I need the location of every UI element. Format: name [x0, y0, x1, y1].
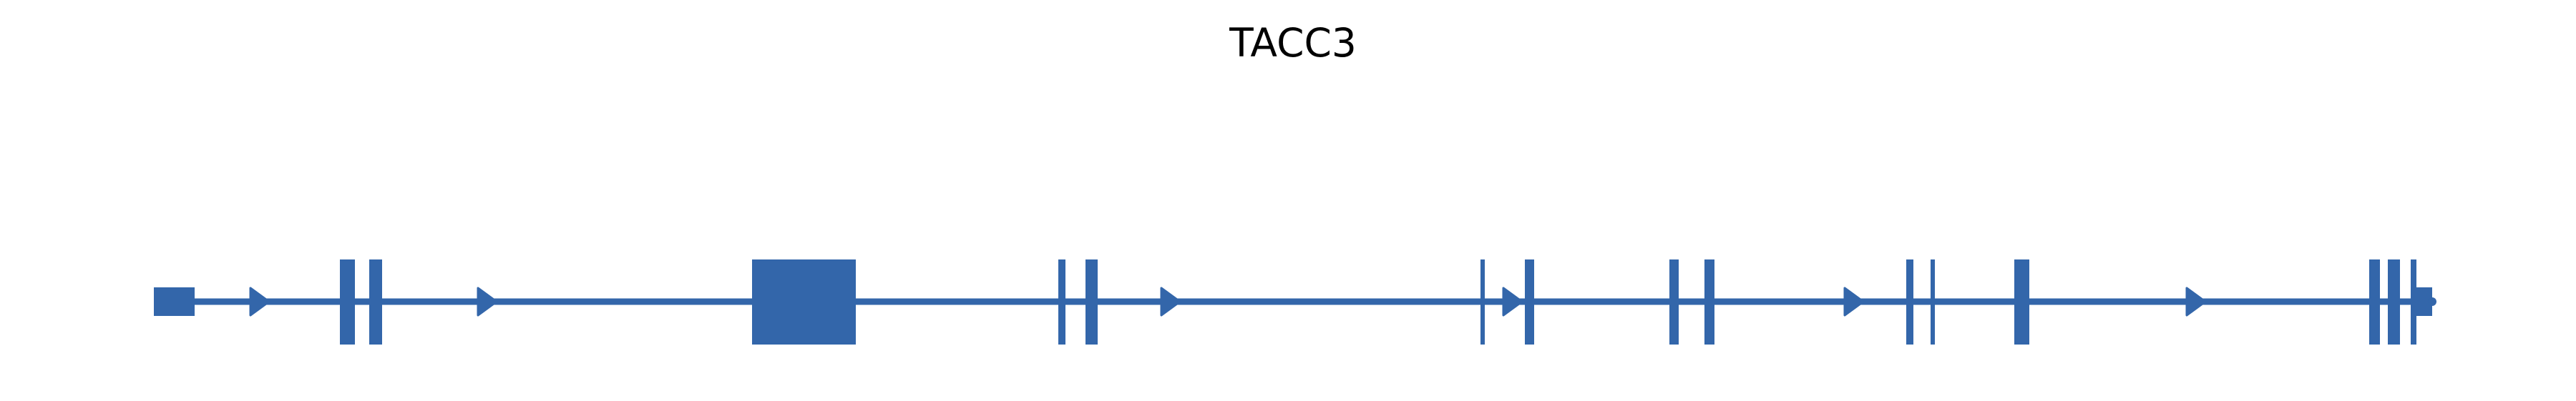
exon [1931, 259, 1935, 345]
transcript-end-cap [2428, 297, 2436, 306]
exon [1085, 259, 1098, 345]
exon [340, 259, 355, 345]
strand-arrow-icon [477, 287, 498, 317]
gene-title: TACC3 [1229, 20, 1357, 66]
exon [1525, 259, 1534, 345]
strand-arrow-icon [249, 287, 270, 317]
exon [2369, 259, 2380, 345]
exon [2014, 259, 2029, 345]
strand-arrow-icon [1160, 287, 1181, 317]
exon [369, 259, 382, 345]
exon [2411, 259, 2416, 345]
exon [752, 259, 856, 345]
utr-3-prime [2416, 287, 2432, 316]
exon [1906, 259, 1913, 345]
exon [2388, 259, 2400, 345]
exon [1704, 259, 1714, 345]
exon [1058, 259, 1065, 345]
exon [1669, 259, 1679, 345]
strand-arrow-icon [2185, 287, 2207, 317]
strand-arrow-icon [1502, 287, 1523, 317]
strand-arrow-icon [1843, 287, 1865, 317]
intron-line [195, 298, 2433, 305]
utr-5-prime [154, 287, 195, 316]
exon [1480, 259, 1485, 345]
